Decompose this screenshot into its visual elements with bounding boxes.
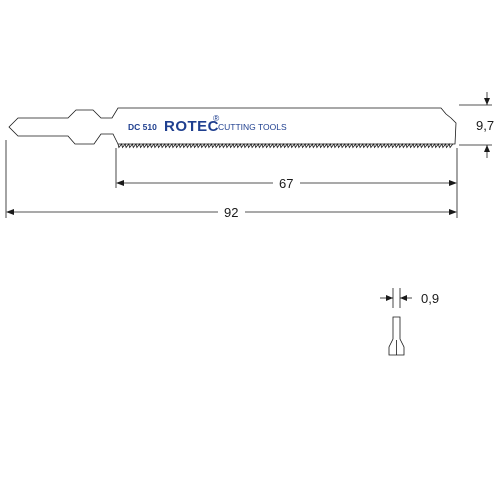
blade-cross-section: [388, 316, 405, 356]
dimension-cutting-length-value: 67: [279, 176, 293, 191]
registered-mark: ®: [213, 113, 220, 123]
blade-side-view: [8, 107, 457, 149]
brand-tagline: CUTTING TOOLS: [218, 122, 287, 132]
dimension-total-length: 92: [5, 140, 458, 220]
dimension-total-length-value: 92: [224, 205, 238, 220]
blade-outline: [8, 107, 457, 145]
dimension-cutting-length: 67: [115, 148, 458, 191]
dimension-height-value: 9,7: [476, 118, 494, 133]
dimension-thickness-value: 0,9: [421, 291, 439, 306]
blade-code: DC 510: [128, 122, 157, 132]
blade-branding: DC 510 ROTEC ® CUTTING TOOLS: [128, 113, 287, 135]
dimension-height: 9,7: [459, 92, 494, 158]
blade-teeth: [117, 143, 454, 149]
brand-logo: ROTEC: [164, 118, 219, 135]
thickness-detail: 0,9: [380, 288, 439, 356]
